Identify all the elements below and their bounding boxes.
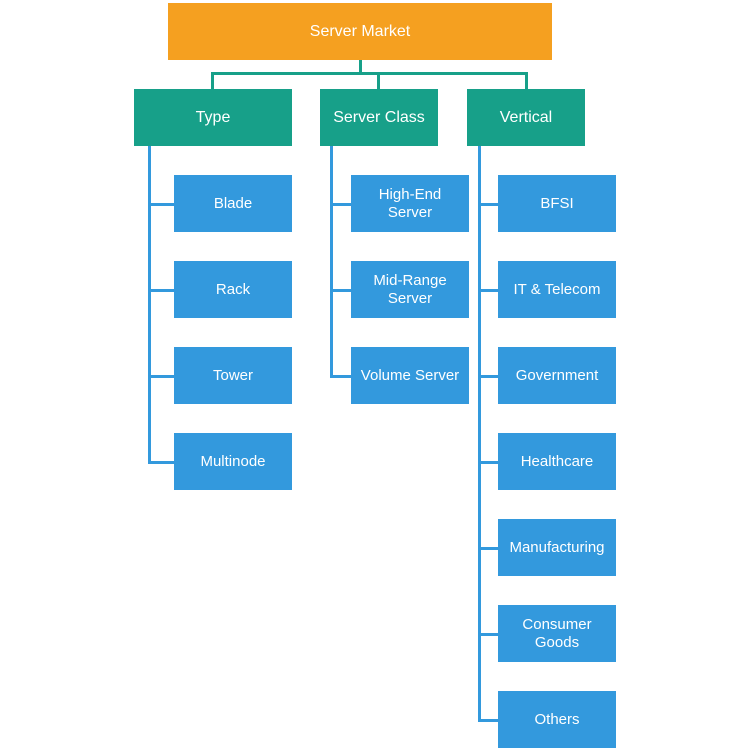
connector-to-server-class — [377, 72, 380, 89]
vertical-branch-tick — [478, 203, 498, 206]
category-node-vertical: Vertical — [467, 89, 585, 146]
vertical-branch-tick — [478, 375, 498, 378]
leaf-node-tower: Tower — [174, 347, 292, 404]
type-branch-tick — [148, 461, 175, 464]
leaf-node-multinode: Multinode — [174, 433, 292, 490]
leaf-node-volume-server: Volume Server — [351, 347, 469, 404]
server-class-branch-tick — [330, 375, 351, 378]
leaf-node-mid-range-server: Mid-Range Server — [351, 261, 469, 318]
category-node-type: Type — [134, 89, 292, 146]
leaf-node-rack: Rack — [174, 261, 292, 318]
connector-to-vertical — [525, 72, 528, 89]
vertical-branch-tick — [478, 547, 498, 550]
vertical-branch-trunk — [478, 146, 481, 722]
server-class-branch-trunk — [330, 146, 333, 378]
leaf-node-consumer-goods: Consumer Goods — [498, 605, 616, 662]
leaf-node-blade: Blade — [174, 175, 292, 232]
connector-to-type — [211, 72, 214, 89]
leaf-node-it-telecom: IT & Telecom — [498, 261, 616, 318]
root-connector-stem — [359, 60, 362, 74]
type-branch-tick — [148, 375, 175, 378]
vertical-branch-tick — [478, 719, 498, 722]
vertical-branch-tick — [478, 633, 498, 636]
type-branch-tick — [148, 203, 175, 206]
leaf-node-high-end-server: High-End Server — [351, 175, 469, 232]
leaf-node-others: Others — [498, 691, 616, 748]
leaf-node-manufacturing: Manufacturing — [498, 519, 616, 576]
vertical-branch-tick — [478, 289, 498, 292]
leaf-node-bfsi: BFSI — [498, 175, 616, 232]
server-class-branch-tick — [330, 203, 351, 206]
leaf-node-healthcare: Healthcare — [498, 433, 616, 490]
vertical-branch-tick — [478, 461, 498, 464]
leaf-node-government: Government — [498, 347, 616, 404]
category-node-server-class: Server Class — [320, 89, 438, 146]
root-connector-bar — [211, 72, 528, 75]
type-branch-tick — [148, 289, 175, 292]
server-class-branch-tick — [330, 289, 351, 292]
root-node-server-market: Server Market — [168, 3, 552, 60]
type-branch-trunk — [148, 146, 151, 464]
